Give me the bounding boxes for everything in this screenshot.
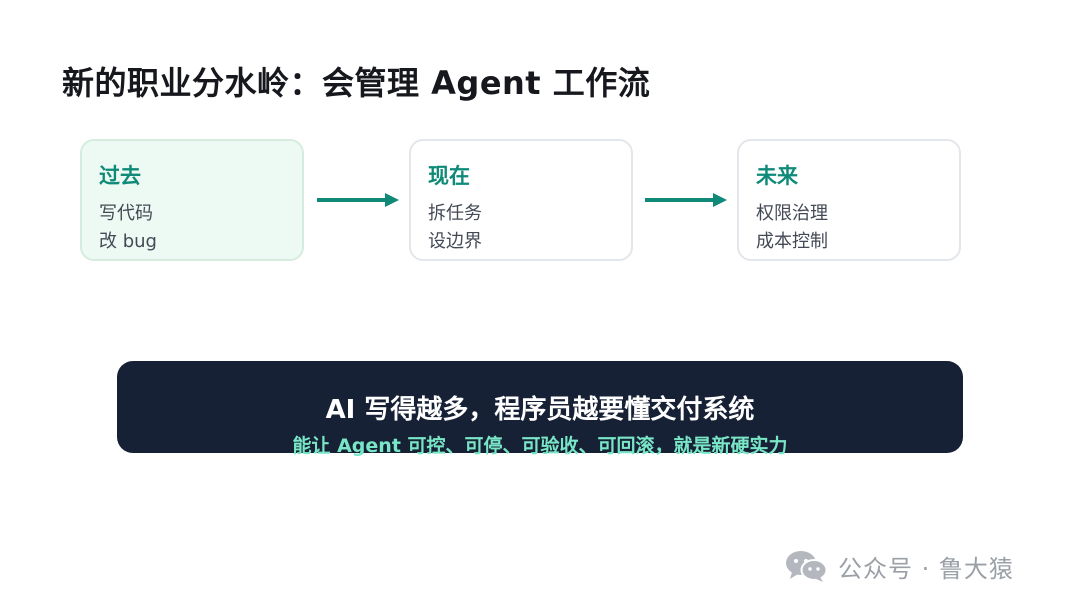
- stage-past-line-2: 改 bug: [99, 231, 157, 252]
- arrow-right-icon: [317, 193, 399, 207]
- watermark: 公众号 · 鲁大猿: [784, 548, 1014, 584]
- stage-card-past: 过去 写代码 改 bug: [80, 139, 304, 261]
- stage-title-past: 过去: [99, 164, 141, 188]
- stage-title-present: 现在: [428, 164, 470, 188]
- stage-card-present: 现在 拆任务 设边界: [409, 139, 633, 261]
- page-title: 新的职业分水岭：会管理 Agent 工作流: [62, 64, 651, 102]
- stage-present-line-1: 拆任务: [428, 203, 482, 224]
- stage-present-line-2: 设边界: [428, 231, 482, 252]
- stage-future-line-1: 权限治理: [756, 203, 828, 224]
- stage-past-line-1: 写代码: [99, 203, 153, 224]
- arrow-right-icon: [645, 193, 727, 207]
- banner-subtext: 能让 Agent 可控、可停、可验收、可回滚，就是新硬实力: [292, 435, 788, 457]
- stage-title-future: 未来: [756, 164, 798, 188]
- wechat-icon: [786, 551, 828, 582]
- stage-card-future: 未来 权限治理 成本控制: [737, 139, 961, 261]
- watermark-text: 公众号 · 鲁大猿: [838, 554, 1014, 583]
- summary-banner: AI 写得越多，程序员越要懂交付系统 能让 Agent 可控、可停、可验收、可回…: [117, 361, 963, 457]
- banner-headline: AI 写得越多，程序员越要懂交付系统: [325, 395, 755, 425]
- stage-future-line-2: 成本控制: [756, 231, 828, 252]
